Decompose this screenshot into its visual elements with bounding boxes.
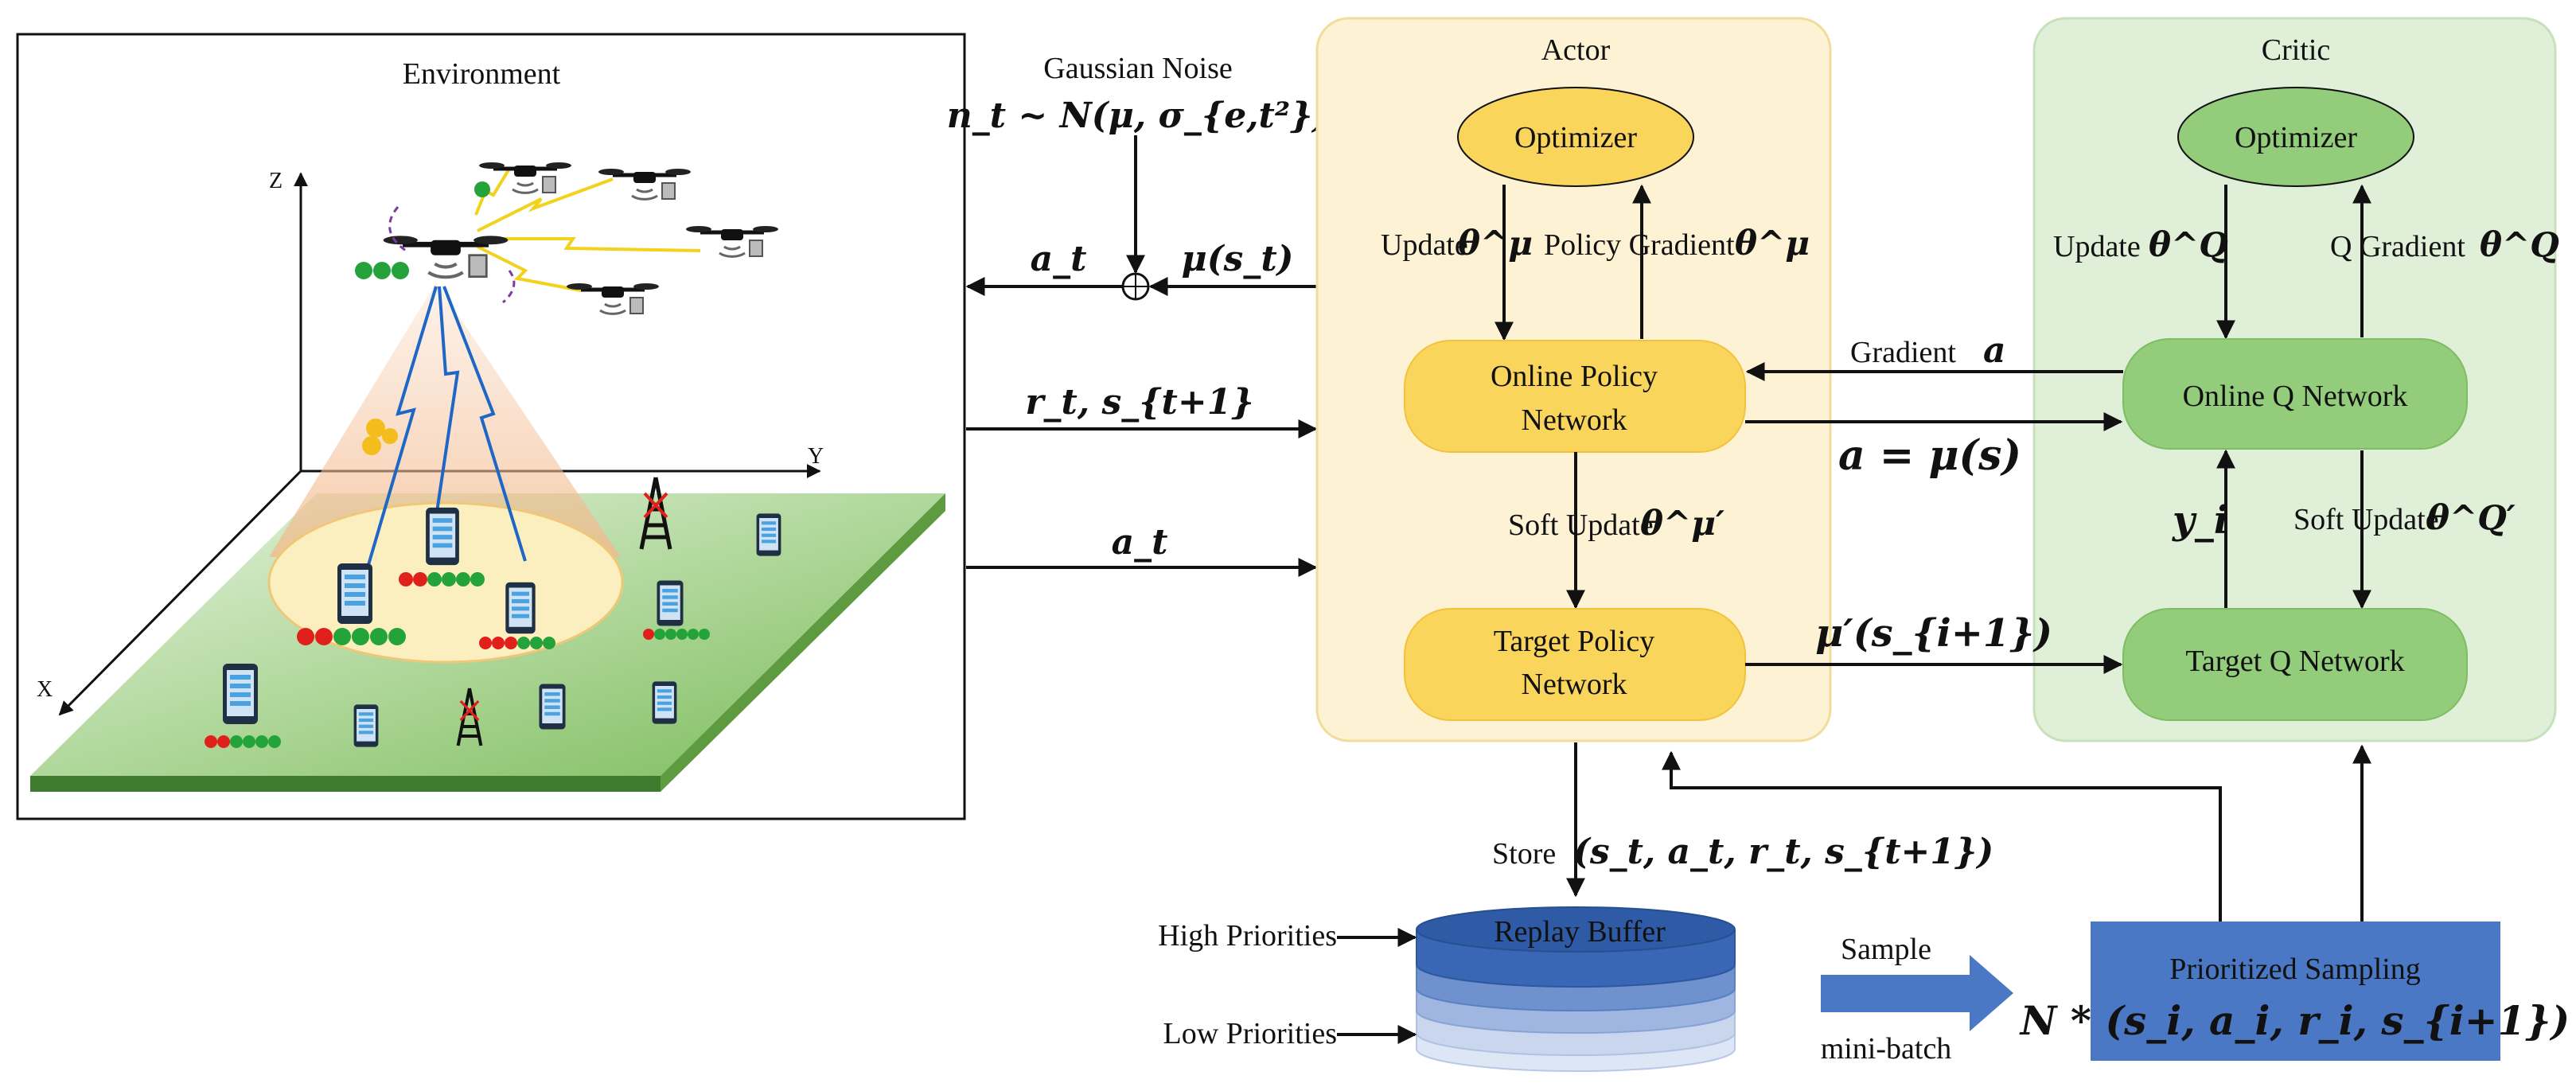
user-device-icon bbox=[539, 684, 566, 730]
mu-prime-label: μ′(s_{i+1}) bbox=[1815, 611, 2052, 656]
target-q-network-node[interactable] bbox=[2122, 608, 2468, 721]
user-device-icon bbox=[657, 580, 684, 626]
actor-title: Actor bbox=[1541, 33, 1611, 67]
critic-soft-update-text: Soft Update bbox=[2293, 503, 2439, 536]
user-device-icon bbox=[426, 507, 459, 566]
user-device-icon bbox=[337, 563, 372, 624]
prioritized-sampling-formula: N * (s_i, a_i, r_i, s_{i+1}) bbox=[2019, 997, 2570, 1044]
actor-soft-update-text: Soft Update bbox=[1508, 508, 1654, 542]
gaussian-noise-formula: n_t ~ N(μ, σ_{e,t²}) bbox=[947, 95, 1329, 136]
store-text: Store bbox=[1492, 837, 1556, 871]
axis-x-label: X bbox=[37, 677, 53, 702]
target-policy-network-line1: Target Policy bbox=[1494, 625, 1654, 658]
gradient-var: a bbox=[1983, 330, 2006, 371]
user-device-icon bbox=[223, 664, 258, 724]
prioritized-sampling-title: Prioritized Sampling bbox=[2169, 953, 2421, 986]
replay-buffer[interactable] bbox=[1416, 906, 1736, 1072]
actor-update-text: Update bbox=[1381, 228, 1468, 262]
reward-state-label: r_t, s_{t+1} bbox=[1025, 382, 1253, 423]
sample-block-arrow bbox=[1821, 955, 2013, 1031]
online-policy-network-line2: Network bbox=[1522, 403, 1627, 437]
actor-optimizer-node[interactable] bbox=[1457, 87, 1694, 187]
user-device-icon bbox=[652, 681, 677, 724]
target-policy-network-line2: Network bbox=[1522, 668, 1627, 701]
critic-optimizer-node[interactable] bbox=[2177, 87, 2414, 187]
sum-junction bbox=[1121, 272, 1150, 301]
environment-title: Environment bbox=[403, 57, 561, 91]
sampling-to-actor-arrow bbox=[1662, 750, 2222, 922]
critic-title: Critic bbox=[2262, 33, 2331, 67]
yi-label: y_i bbox=[2172, 498, 2228, 543]
axis-y-label: Y bbox=[808, 444, 824, 469]
a-eq-mu-label: a = μ(s) bbox=[1838, 431, 2021, 480]
user-device-icon bbox=[756, 513, 781, 556]
critic-update-text: Update bbox=[2053, 230, 2141, 263]
actor-policy-gradient-text: Policy Gradient bbox=[1544, 228, 1735, 262]
actor-panel: Actor Optimizer Update θ^μ Policy Gradie… bbox=[1315, 17, 1832, 742]
gaussian-noise-title: Gaussian Noise bbox=[1043, 52, 1232, 85]
actor-update-var: θ^μ bbox=[1458, 224, 1533, 263]
critic-panel: Critic Optimizer Update θ^Q Q Gradient θ… bbox=[2032, 17, 2559, 742]
critic-q-gradient-text: Q Gradient bbox=[2330, 230, 2465, 263]
replay-buffer-label: Replay Buffer bbox=[1494, 915, 1666, 949]
uav-trajectory bbox=[388, 206, 516, 304]
store-tuple: (s_t, a_t, r_t, s_{t+1}) bbox=[1573, 832, 1993, 872]
gradient-label: Gradient bbox=[1850, 336, 1956, 369]
uav-links bbox=[364, 286, 527, 574]
axis-z-label: Z bbox=[269, 169, 283, 193]
online-policy-network-line1: Online Policy bbox=[1491, 360, 1658, 393]
actor-optimizer-label: Optimizer bbox=[1514, 121, 1637, 154]
user-device-icon bbox=[505, 582, 536, 634]
critic-soft-update-var: θ^Q′ bbox=[2427, 498, 2516, 537]
online-q-network-node[interactable] bbox=[2122, 338, 2468, 450]
high-priorities-label: High Priorities bbox=[1158, 919, 1337, 953]
device-queue-dots bbox=[205, 572, 710, 748]
prioritized-sampling-box[interactable] bbox=[2091, 922, 2500, 1061]
user-device-icon bbox=[353, 704, 379, 747]
critic-optimizer-label: Optimizer bbox=[2235, 121, 2357, 154]
environment-panel: Environment Z Y X bbox=[16, 33, 966, 820]
critic-q-gradient-var: θ^Q bbox=[2480, 225, 2559, 264]
actor-policy-gradient-var: θ^μ bbox=[1735, 224, 1810, 263]
minibatch-label: mini-batch bbox=[1821, 1032, 1952, 1066]
uav-queue-dots bbox=[355, 181, 490, 279]
actor-soft-update-var: θ^μ′ bbox=[1641, 504, 1724, 543]
target-q-network-label: Target Q Network bbox=[2185, 645, 2404, 678]
online-q-network-label: Online Q Network bbox=[2183, 380, 2408, 413]
sample-label: Sample bbox=[1841, 933, 1931, 966]
action-label-out: a_t bbox=[1031, 239, 1087, 279]
mu-st-label: μ(s_t) bbox=[1182, 239, 1294, 279]
uav-to-uav-links bbox=[474, 167, 701, 292]
low-priorities-label: Low Priorities bbox=[1163, 1017, 1337, 1050]
action-in-label: a_t bbox=[1112, 522, 1168, 563]
critic-update-var: θ^Q bbox=[2149, 225, 2228, 264]
gaussian-noise-block: Gaussian Noise n_t ~ N(μ, σ_{e,t²}) bbox=[947, 52, 1329, 301]
yellow-dots bbox=[362, 419, 398, 455]
